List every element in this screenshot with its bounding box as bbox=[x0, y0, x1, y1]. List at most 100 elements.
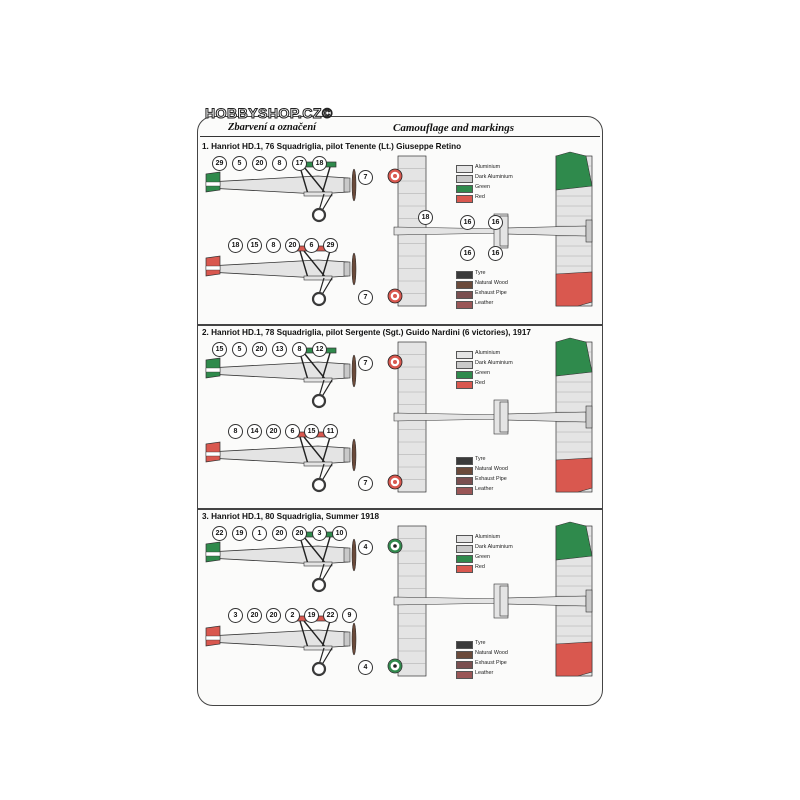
decal-number-callout: 7 bbox=[358, 170, 373, 185]
decal-number-callout: 29 bbox=[323, 238, 338, 253]
wheel bbox=[311, 207, 327, 223]
color-swatch bbox=[456, 281, 473, 289]
wheel bbox=[311, 577, 327, 593]
side-view-drawing bbox=[205, 245, 357, 307]
fuselage-plan bbox=[393, 596, 509, 606]
wheel bbox=[311, 393, 327, 409]
wingtip-red bbox=[555, 641, 593, 677]
wingtip-red bbox=[555, 457, 593, 493]
side-view-drawing bbox=[205, 615, 357, 677]
decal-number-callout: 16 bbox=[488, 215, 503, 230]
color-swatch bbox=[456, 545, 473, 553]
roundel-icon bbox=[387, 354, 403, 370]
color-swatch bbox=[456, 301, 473, 309]
propeller bbox=[351, 252, 357, 286]
color-swatch bbox=[456, 535, 473, 543]
color-swatch bbox=[456, 661, 473, 669]
decal-number-callout: 9 bbox=[342, 608, 357, 623]
watermark: HOBBYSHOP.CZ© bbox=[205, 105, 333, 122]
propeller bbox=[351, 622, 357, 656]
profile-title: 2. Hanriot HD.1, 78 Squadriglia, pilot S… bbox=[202, 328, 531, 337]
propeller bbox=[351, 538, 357, 572]
decal-number-callout: 16 bbox=[460, 246, 475, 261]
legend-label: Tyre bbox=[475, 456, 486, 462]
color-swatch bbox=[456, 291, 473, 299]
lower-wing bbox=[303, 275, 333, 281]
decal-number-callout: 7 bbox=[358, 356, 373, 371]
profile-section-2: 2. Hanriot HD.1, 78 Squadriglia, pilot S… bbox=[198, 326, 602, 508]
color-swatch bbox=[456, 271, 473, 279]
decal-number-callout: 8 bbox=[292, 342, 307, 357]
color-swatch bbox=[456, 185, 473, 193]
underside-wing bbox=[499, 151, 593, 307]
engine-cowl bbox=[343, 547, 351, 563]
legend-label: Dark Aluminium bbox=[475, 174, 513, 180]
legend-label: Red bbox=[475, 194, 485, 200]
decal-number-callout: 18 bbox=[312, 156, 327, 171]
decal-number-callout: 5 bbox=[232, 156, 247, 171]
struts bbox=[299, 620, 331, 649]
section-divider bbox=[198, 508, 602, 510]
fuselage-plan bbox=[393, 412, 509, 422]
roundel-icon bbox=[387, 474, 403, 490]
propeller bbox=[351, 354, 357, 388]
struts bbox=[299, 436, 331, 465]
side-view-drawing bbox=[205, 347, 357, 409]
legend-label: Aluminium bbox=[475, 350, 501, 356]
color-swatch bbox=[456, 467, 473, 475]
legend-label: Green bbox=[475, 184, 490, 190]
color-swatch bbox=[456, 565, 473, 573]
propeller bbox=[351, 168, 357, 202]
decal-number-callout: 15 bbox=[304, 424, 319, 439]
header-divider bbox=[200, 136, 600, 137]
decal-number-callout: 20 bbox=[266, 424, 281, 439]
underside-wing bbox=[499, 521, 593, 677]
legend-label: Green bbox=[475, 370, 490, 376]
color-swatch bbox=[456, 457, 473, 465]
side-view-drawing bbox=[205, 431, 357, 493]
wingtip-green bbox=[555, 521, 593, 561]
decal-number-callout: 7 bbox=[358, 290, 373, 305]
decal-number-callout: 15 bbox=[247, 238, 262, 253]
decal-number-callout: 8 bbox=[266, 238, 281, 253]
decal-number-callout: 16 bbox=[488, 246, 503, 261]
decal-number-callout: 29 bbox=[212, 156, 227, 171]
decal-number-callout: 22 bbox=[323, 608, 338, 623]
engine-cowl bbox=[343, 177, 351, 193]
underside-wing bbox=[499, 337, 593, 493]
legend-label: Tyre bbox=[475, 270, 486, 276]
wheel bbox=[311, 477, 327, 493]
roundel-icon bbox=[387, 538, 403, 554]
legend-label: Exhaust Pipe bbox=[475, 476, 507, 482]
decal-number-callout: 6 bbox=[285, 424, 300, 439]
decal-number-callout: 6 bbox=[304, 238, 319, 253]
color-swatch bbox=[456, 555, 473, 563]
legend-label: Red bbox=[475, 380, 485, 386]
legend-label: Dark Aluminium bbox=[475, 360, 513, 366]
decal-number-callout: 11 bbox=[323, 424, 338, 439]
struts bbox=[299, 352, 331, 381]
color-swatch bbox=[456, 381, 473, 389]
decal-number-callout: 20 bbox=[252, 156, 267, 171]
lower-wing bbox=[303, 191, 333, 197]
legend-label: Dark Aluminium bbox=[475, 544, 513, 550]
decal-number-callout: 4 bbox=[358, 660, 373, 675]
legend-label: Aluminium bbox=[475, 164, 501, 170]
decal-number-callout: 2 bbox=[285, 608, 300, 623]
color-swatch bbox=[456, 175, 473, 183]
decal-number-callout: 18 bbox=[228, 238, 243, 253]
legend-label: Tyre bbox=[475, 640, 486, 646]
decal-number-callout: 20 bbox=[247, 608, 262, 623]
decal-number-callout: 18 bbox=[418, 210, 433, 225]
lower-wing bbox=[303, 377, 333, 383]
decal-number-callout: 17 bbox=[292, 156, 307, 171]
color-swatch bbox=[456, 487, 473, 495]
legend-label: Leather bbox=[475, 300, 494, 306]
decal-number-callout: 20 bbox=[252, 342, 267, 357]
profile-title: 3. Hanriot HD.1, 80 Squadriglia, Summer … bbox=[202, 512, 380, 521]
decal-number-callout: 19 bbox=[304, 608, 319, 623]
lower-wing bbox=[303, 645, 333, 651]
decal-number-callout: 4 bbox=[358, 540, 373, 555]
color-swatch bbox=[456, 651, 473, 659]
legend-label: Aluminium bbox=[475, 534, 501, 540]
